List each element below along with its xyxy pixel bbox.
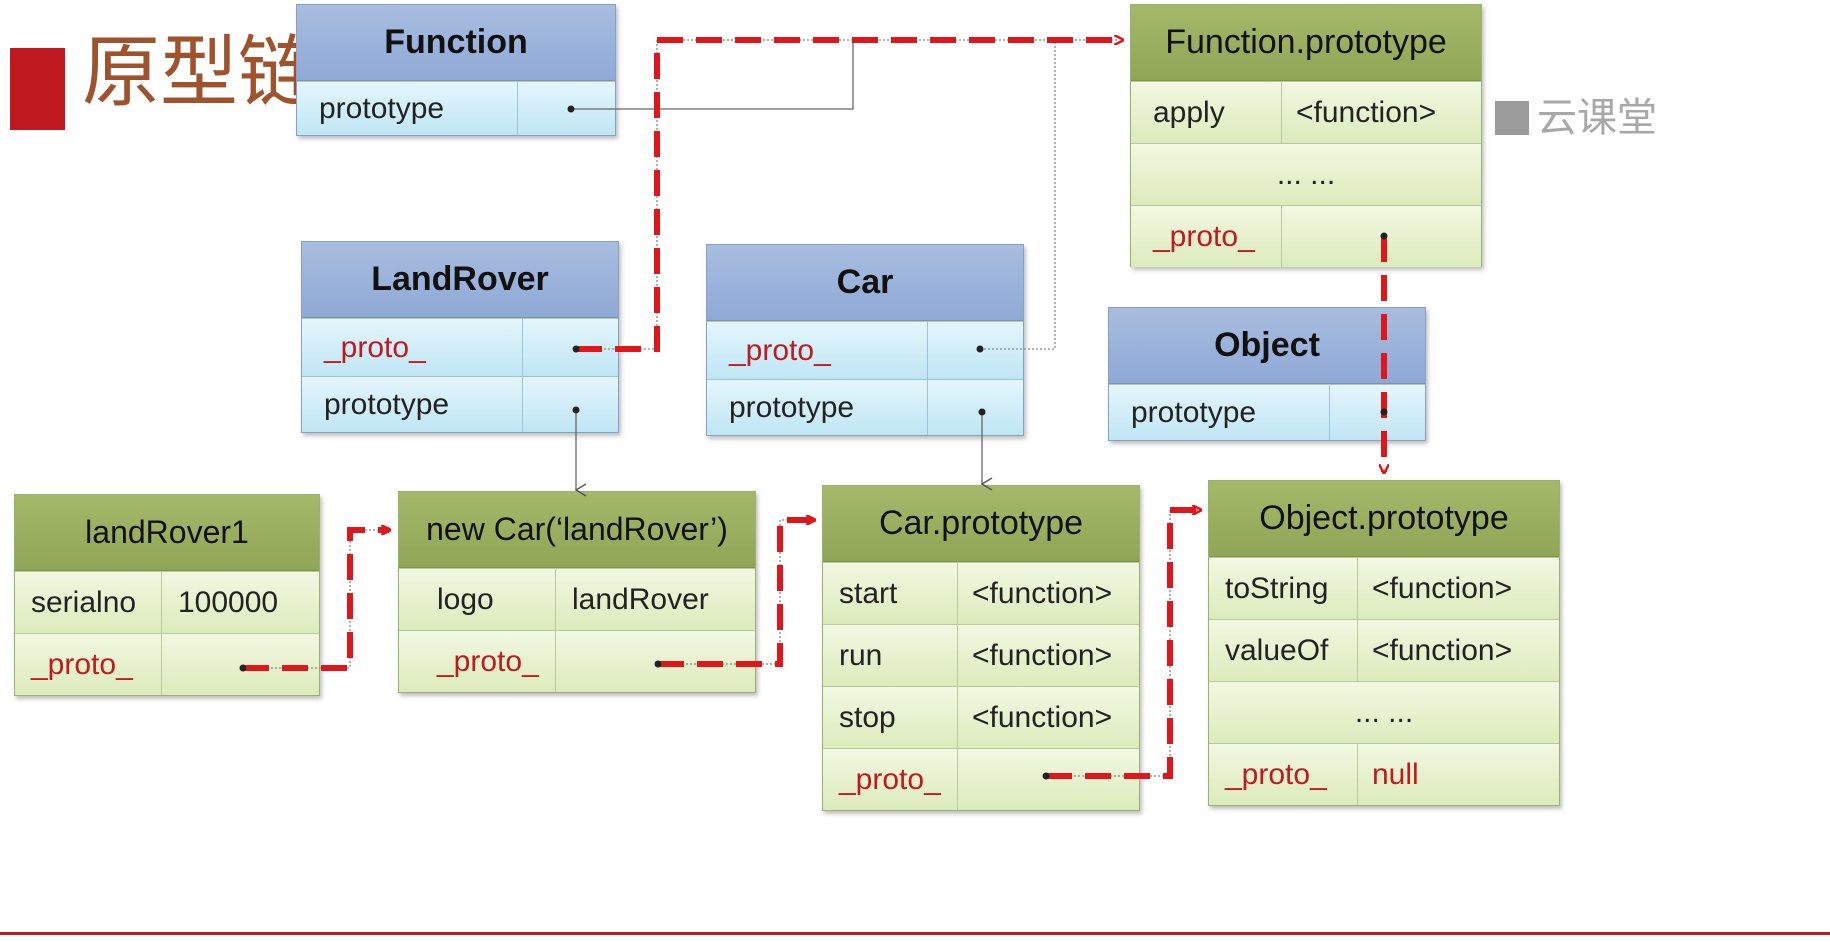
node-function-prototype-title: Function.prototype: [1131, 5, 1481, 81]
car-prototype-label: prototype: [729, 390, 855, 424]
car-proto-label: _proto_: [729, 333, 831, 367]
node-landrover: LandRover _proto_ prototype: [301, 241, 619, 433]
car-prototype-proto-pointer: [957, 749, 1139, 810]
node-new-car: new Car(‘landRover’) logo landRover _pro…: [398, 491, 756, 693]
new-car-logo-value: landRover: [555, 569, 755, 630]
new-car-proto-pointer: [555, 631, 755, 692]
pointer-dot: [572, 406, 580, 414]
car-prototype-start-label: start: [839, 576, 898, 610]
car-prototype-stop-label: stop: [839, 700, 896, 734]
pointer-dot: [567, 105, 575, 113]
node-landrover-title: LandRover: [302, 242, 618, 318]
landrover-prototype-pointer: [522, 377, 618, 432]
function-prototype-label: prototype: [319, 91, 445, 125]
watermark-text: 云课堂: [1537, 96, 1657, 140]
object-prototype-label: prototype: [1131, 395, 1257, 429]
slide-title: 原型链: [82, 28, 317, 118]
function-prototype-apply-label: apply: [1153, 95, 1225, 129]
pointer-dot: [1042, 772, 1050, 780]
watermark: 云课堂: [1495, 85, 1657, 143]
function-prototype-pointer: [517, 82, 615, 135]
link-car-prototype-proto-thin: [1046, 509, 1198, 777]
object-prototype-ellipsis: ... ...: [1354, 695, 1414, 729]
node-object-title: Object: [1109, 308, 1425, 384]
car-prototype-proto-label: _proto_: [839, 762, 941, 796]
car-prototype-stop-value: <function>: [957, 687, 1139, 748]
chain-landrover1-to-new-car: [243, 530, 389, 671]
new-car-proto-label: _proto_: [437, 644, 539, 678]
landrover1-serialno-label: serialno: [31, 585, 137, 619]
link-new-car-proto-thin: [658, 519, 812, 665]
object-prototype-tostring-label: toString: [1225, 571, 1329, 605]
object-prototype-pointer: [1329, 385, 1425, 440]
node-landrover1-title: landRover1: [15, 495, 319, 571]
landrover1-proto-pointer: [161, 634, 319, 695]
slide-bottom-rule: [0, 932, 1830, 935]
chain-new-car-to-car-prototype: [658, 520, 814, 667]
pointer-dot: [654, 660, 662, 668]
pointer-dot: [1380, 408, 1388, 416]
node-car-prototype: Car.prototype start <function> run <func…: [822, 485, 1140, 811]
function-prototype-apply-value: <function>: [1281, 82, 1481, 143]
function-prototype-proto-pointer: [1281, 206, 1481, 267]
node-function: Function prototype: [296, 4, 616, 136]
new-car-logo-label: logo: [437, 582, 494, 616]
link-car-proto-thin: [980, 40, 1056, 350]
node-object: Object prototype: [1108, 307, 1426, 441]
object-prototype-proto-label: _proto_: [1225, 757, 1327, 791]
node-new-car-title: new Car(‘landRover’): [399, 492, 755, 568]
link-landrover1-proto-thin: [243, 529, 385, 669]
landrover1-serialno-value: 100000: [161, 572, 319, 633]
object-prototype-tostring-value: <function>: [1357, 558, 1559, 619]
watermark-logo-icon: [1495, 101, 1529, 135]
object-prototype-valueof-label: valueOf: [1225, 633, 1329, 667]
node-car-prototype-title: Car.prototype: [823, 486, 1139, 562]
car-prototype-run-value: <function>: [957, 625, 1139, 686]
link-function-prototype-thin: [571, 38, 854, 110]
node-landrover1: landRover1 serialno 100000 _proto_: [14, 494, 320, 696]
node-function-prototype: Function.prototype apply <function> ... …: [1130, 4, 1482, 267]
car-prototype-pointer: [927, 380, 1023, 435]
pointer-dot: [976, 345, 984, 353]
node-function-title: Function: [297, 5, 615, 81]
landrover-proto-pointer: [522, 319, 618, 376]
landrover1-proto-label: _proto_: [31, 647, 133, 681]
node-object-prototype-title: Object.prototype: [1209, 481, 1559, 557]
object-prototype-valueof-value: <function>: [1357, 620, 1559, 681]
node-car-title: Car: [707, 245, 1023, 321]
pointer-dot: [1380, 232, 1388, 240]
chain-landrover-to-function-prototype: [576, 40, 1122, 352]
landrover-prototype-label: prototype: [324, 387, 450, 421]
pointer-dot: [239, 664, 247, 672]
car-prototype-start-value: <function>: [957, 563, 1139, 624]
function-prototype-proto-label: _proto_: [1153, 219, 1255, 253]
function-prototype-ellipsis: ... ...: [1276, 157, 1336, 191]
chain-car-prototype-to-object-prototype: [1046, 510, 1200, 779]
landrover-proto-label: _proto_: [324, 330, 426, 364]
car-prototype-run-label: run: [839, 638, 883, 672]
object-prototype-proto-value: null: [1357, 744, 1559, 805]
title-accent-bar: [10, 48, 65, 130]
pointer-dot: [572, 345, 580, 353]
car-proto-pointer: [927, 322, 1023, 379]
node-car: Car _proto_ prototype: [706, 244, 1024, 436]
pointer-dot: [978, 408, 986, 416]
node-object-prototype: Object.prototype toString <function> val…: [1208, 480, 1560, 806]
